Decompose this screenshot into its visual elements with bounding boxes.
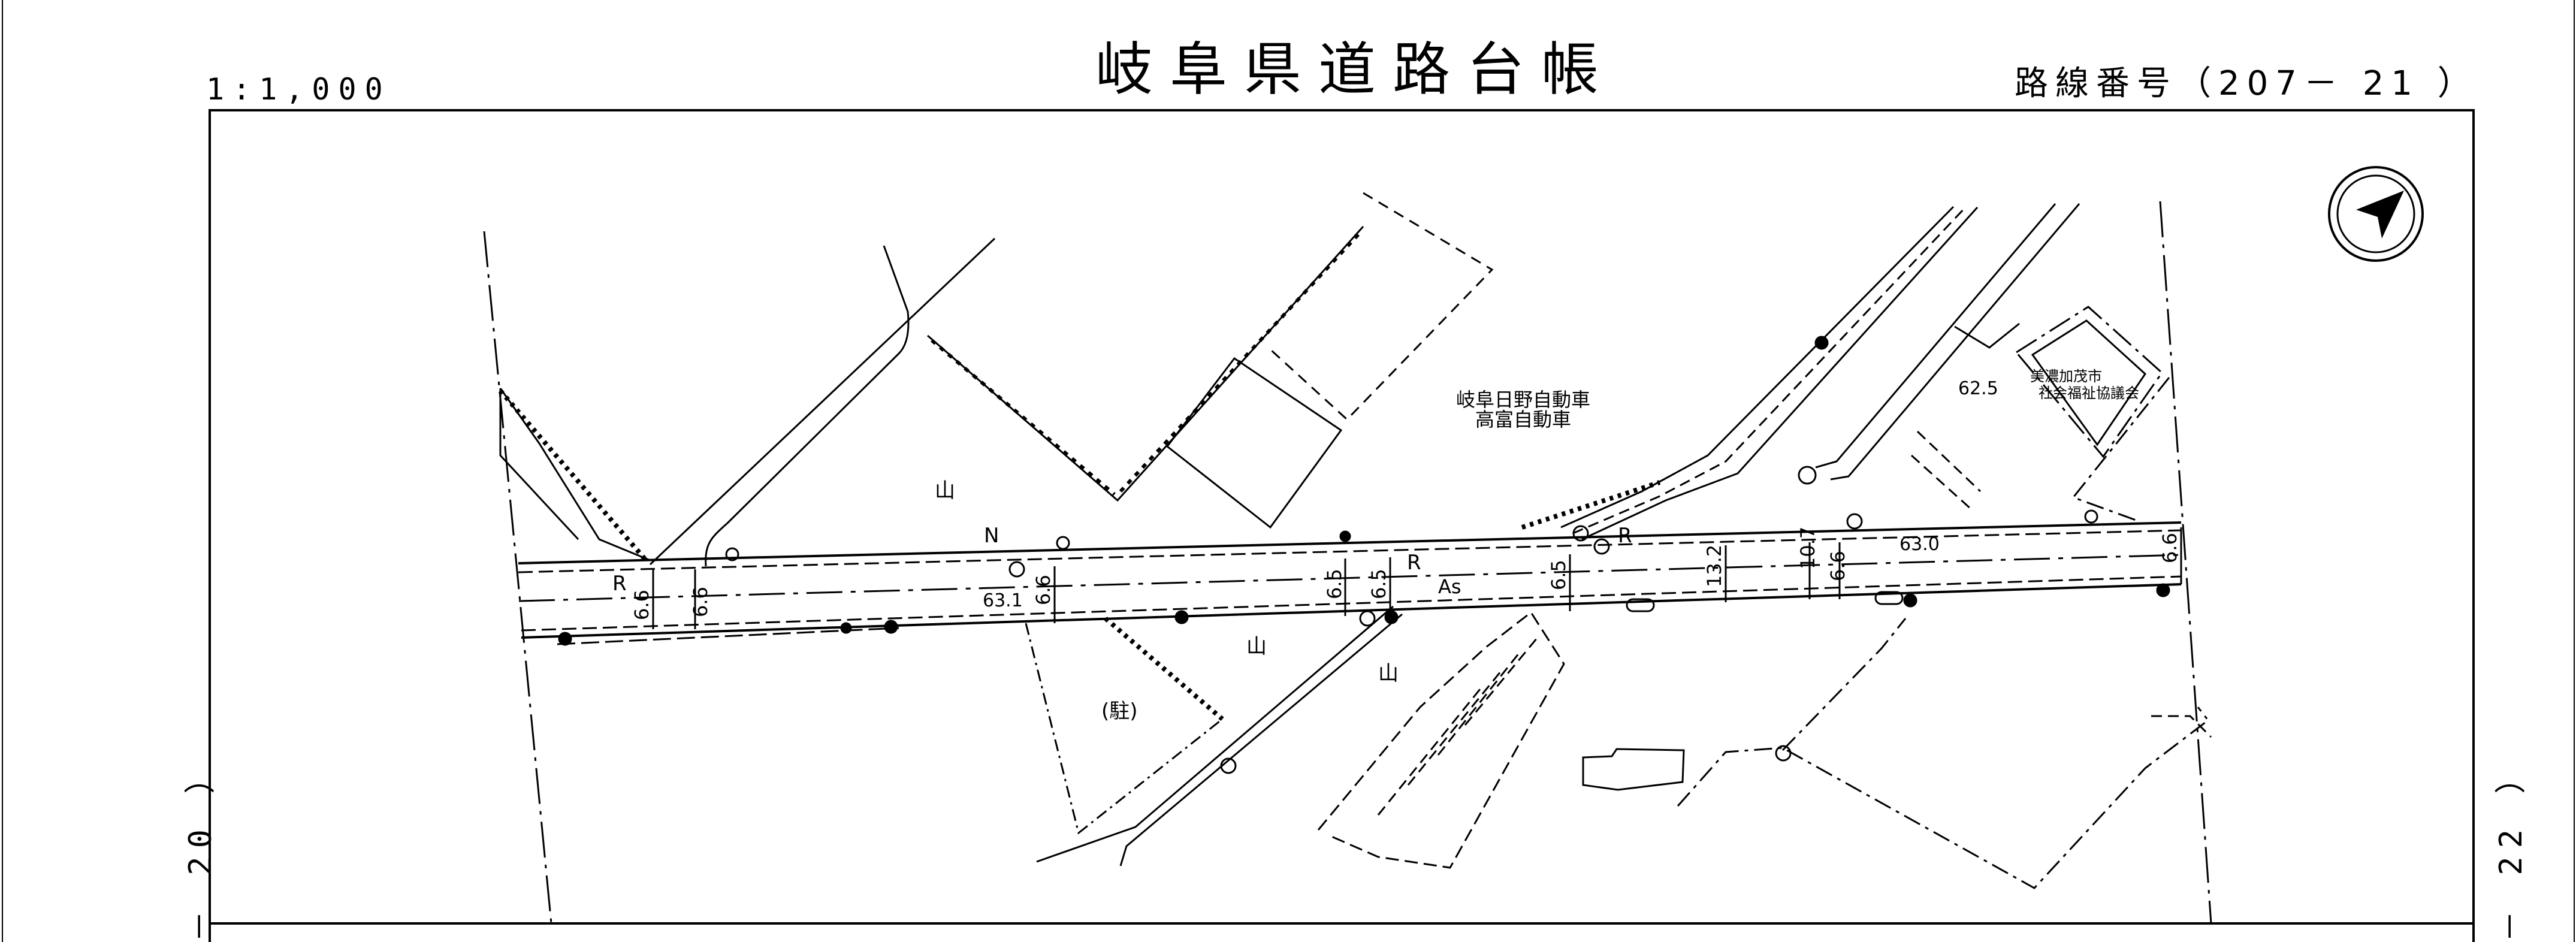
width-label-3: 6.6 — [1032, 575, 1055, 605]
mountain-label-3: 山 — [1378, 662, 1399, 686]
dimension-ticks — [652, 527, 2182, 629]
map-frame — [209, 109, 2475, 942]
width-label-8: 10.7 — [1796, 527, 1819, 569]
width-label-6: 6.5 — [1547, 560, 1570, 590]
width-label-5: 6.5 — [1367, 569, 1390, 599]
facility-label-2: 高富自動車 — [1475, 408, 1571, 431]
width-label-10: 6.6 — [2158, 533, 2181, 563]
facility-label-1: 岐阜日野自動車 — [1456, 388, 1590, 411]
route-number: 路線番号（207－ 21 ） — [2015, 64, 2478, 103]
lower-lots — [1025, 605, 2212, 889]
branch-road-upper-right — [1521, 203, 2080, 541]
surface-label: As — [1438, 575, 1461, 598]
scale-label: 1:1,000 — [206, 72, 391, 107]
section-boundaries — [483, 201, 2212, 924]
parking-label: (駐) — [1101, 699, 1138, 723]
page-title: 岐阜県道路台帳 — [1095, 36, 1615, 103]
width-label-2: 6.6 — [689, 587, 712, 617]
mountain-label-2: 山 — [1246, 635, 1267, 659]
width-label-4: 6.5 — [1323, 569, 1346, 599]
road-side-label-1: R — [612, 572, 627, 596]
main-road — [518, 521, 2182, 645]
width-label-1: 6.6 — [630, 590, 653, 620]
council-label-1: 美濃加茂市 — [2030, 368, 2102, 385]
north-marker-label: N — [984, 524, 999, 548]
council-label-2: 社会福祉協議会 — [2039, 385, 2139, 401]
mountain-label-1: 山 — [935, 479, 955, 503]
elevation-label-c: 63.1 — [983, 590, 1023, 611]
road-side-label-3: R — [1618, 524, 1632, 548]
utility-markers — [558, 336, 2170, 774]
road-side-label-2: R — [1407, 551, 1421, 575]
elevation-label-a: 62.5 — [1958, 378, 1998, 399]
width-label-7: 13.2 — [1703, 545, 1726, 587]
elevation-label-b: 63.0 — [1899, 534, 1940, 555]
width-label-9: 6.6 — [1826, 551, 1849, 581]
north-arrow-icon — [2328, 166, 2424, 262]
fenced-lot-upper-left — [498, 192, 1494, 562]
diagonal-road-upper-left — [649, 237, 996, 567]
council-property — [1910, 306, 2170, 523]
